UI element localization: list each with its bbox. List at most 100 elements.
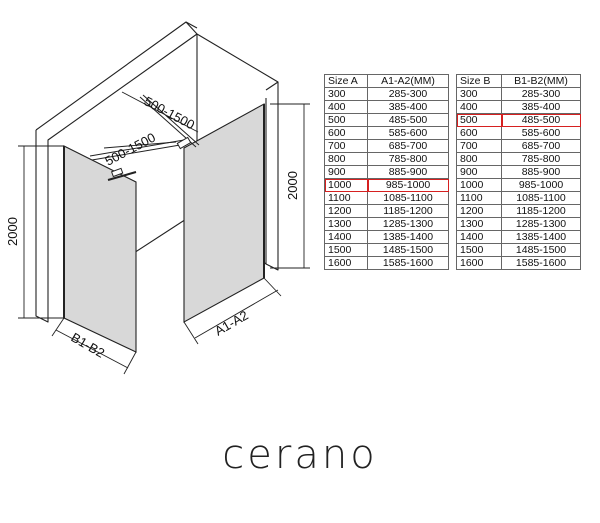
range-cell: 585-600 bbox=[367, 126, 449, 140]
range-cell: 885-900 bbox=[367, 165, 449, 179]
range-cell: 785-800 bbox=[501, 152, 581, 166]
size-cell: 1600 bbox=[324, 256, 368, 270]
size-cell: 300 bbox=[324, 87, 368, 101]
range-cell: 285-300 bbox=[501, 87, 581, 101]
size-cell: 600 bbox=[456, 126, 502, 140]
header-cell: Size B bbox=[456, 74, 502, 88]
range-cell: 285-300 bbox=[367, 87, 449, 101]
height-label-left: 2000 bbox=[5, 217, 20, 246]
size-cell: 1300 bbox=[324, 217, 368, 231]
range-cell: 485-500 bbox=[501, 113, 581, 127]
size-table-a-header: Size A A1-A2(MM) bbox=[324, 74, 449, 88]
range-cell: 385-400 bbox=[501, 100, 581, 114]
size-cell: 1200 bbox=[324, 204, 368, 218]
width-label-a: A1-A2 bbox=[212, 308, 251, 339]
size-cell: 800 bbox=[324, 152, 368, 166]
range-cell: 1085-1100 bbox=[501, 191, 581, 205]
size-cell: 1300 bbox=[456, 217, 502, 231]
size-cell: 1400 bbox=[324, 230, 368, 244]
header-cell: Size A bbox=[324, 74, 368, 88]
range-cell: 1585-1600 bbox=[501, 256, 581, 270]
range-cell: 1085-1100 bbox=[367, 191, 449, 205]
range-cell: 1585-1600 bbox=[367, 256, 449, 270]
size-cell: 1200 bbox=[456, 204, 502, 218]
size-cell: 1600 bbox=[456, 256, 502, 270]
range-cell: 1285-1300 bbox=[367, 217, 449, 231]
header-cell: A1-A2(MM) bbox=[367, 74, 449, 88]
size-cell: 1100 bbox=[324, 191, 368, 205]
range-cell: 985-1000 bbox=[501, 178, 581, 192]
dimension-lines bbox=[18, 91, 310, 375]
height-label-right: 2000 bbox=[285, 171, 300, 200]
range-cell: 385-400 bbox=[367, 100, 449, 114]
glass-panel-a bbox=[183, 103, 265, 323]
range-cell: 885-900 bbox=[501, 165, 581, 179]
range-cell: 1385-1400 bbox=[367, 230, 449, 244]
range-cell: 485-500 bbox=[367, 113, 449, 127]
size-cell: 400 bbox=[456, 100, 502, 114]
shower-wall-diagram: 500-1500 500-1500 2000 2000 A1-A2 B1-B2 bbox=[5, 21, 310, 375]
size-cell: 300 bbox=[456, 87, 502, 101]
size-cell: 1000 bbox=[324, 178, 368, 192]
size-cell: 700 bbox=[456, 139, 502, 153]
range-cell: 1185-1200 bbox=[367, 204, 449, 218]
range-cell: 685-700 bbox=[367, 139, 449, 153]
size-cell: 900 bbox=[324, 165, 368, 179]
brand-logo: cerano bbox=[222, 432, 378, 478]
size-cell: 900 bbox=[456, 165, 502, 179]
range-cell: 1485-1500 bbox=[501, 243, 581, 257]
size-cell: 500 bbox=[324, 113, 368, 127]
range-cell: 585-600 bbox=[501, 126, 581, 140]
size-cell: 600 bbox=[324, 126, 368, 140]
range-cell: 1385-1400 bbox=[501, 230, 581, 244]
range-cell: 685-700 bbox=[501, 139, 581, 153]
range-cell: 1285-1300 bbox=[501, 217, 581, 231]
size-table-b-header: Size B B1-B2(MM) bbox=[456, 74, 581, 88]
header-cell: B1-B2(MM) bbox=[501, 74, 581, 88]
glass-panel-b bbox=[63, 145, 137, 353]
bar-length-label-top: 500-1500 bbox=[142, 93, 198, 132]
size-cell: 700 bbox=[324, 139, 368, 153]
size-cell: 1100 bbox=[456, 191, 502, 205]
size-cell: 1000 bbox=[456, 178, 502, 192]
bar-length-label-bottom: 500-1500 bbox=[102, 130, 158, 169]
range-cell: 1485-1500 bbox=[367, 243, 449, 257]
range-cell: 1185-1200 bbox=[501, 204, 581, 218]
size-cell: 500 bbox=[456, 113, 502, 127]
size-cell: 1400 bbox=[456, 230, 502, 244]
size-cell: 1500 bbox=[456, 243, 502, 257]
size-cell: 1500 bbox=[324, 243, 368, 257]
range-cell: 785-800 bbox=[367, 152, 449, 166]
size-cell: 800 bbox=[456, 152, 502, 166]
size-cell: 400 bbox=[324, 100, 368, 114]
